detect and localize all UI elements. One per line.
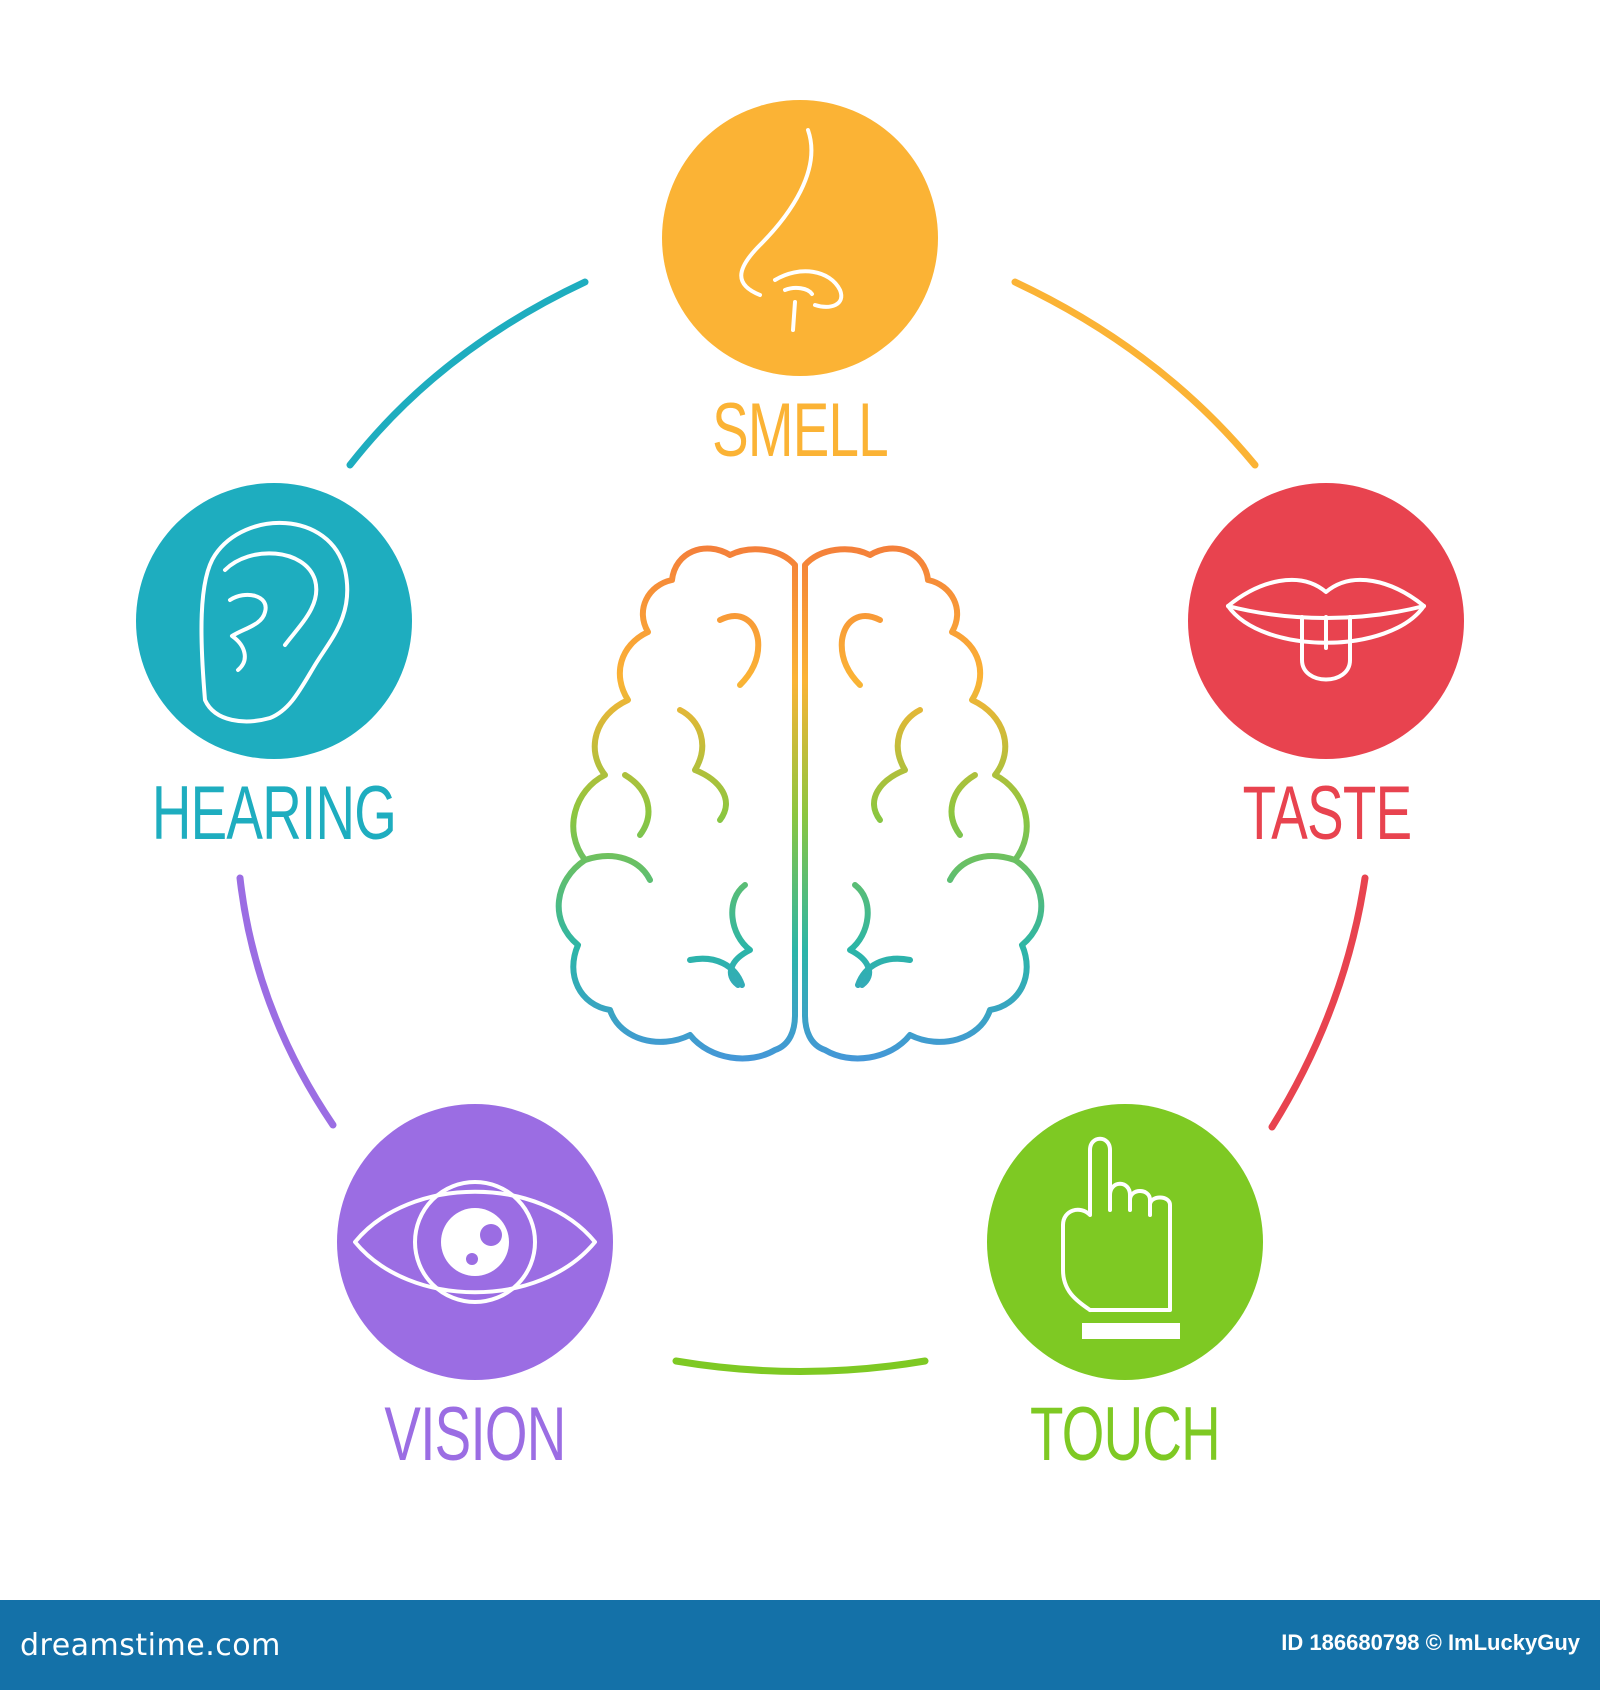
ear-icon [199, 520, 350, 724]
arc-smell-taste [1011, 278, 1259, 469]
mouth-tongue-icon [1226, 577, 1426, 682]
eye-icon [353, 1180, 597, 1304]
hearing-node [136, 483, 412, 759]
nose-icon [739, 128, 844, 332]
footer-credit: ID 186680798 © ImLuckyGuy [1281, 1630, 1580, 1655]
arc-hearing-smell [346, 278, 589, 469]
smell-node [662, 100, 938, 376]
brain-icon [555, 545, 1045, 1062]
taste-node [1188, 483, 1464, 759]
cuff-bar [1082, 1323, 1180, 1339]
taste-label: TASTE [1242, 771, 1412, 856]
smell-label: SMELL [712, 388, 889, 473]
vision-node [337, 1104, 613, 1380]
smell-circle [662, 100, 938, 376]
senses-diagram: SMELL TASTE TOUCH VISION HEARING [136, 100, 1464, 1477]
pointing-hand-icon [1061, 1136, 1172, 1312]
arc-touch-vision [672, 1357, 929, 1375]
touch-node [987, 1104, 1263, 1380]
vision-label: VISION [384, 1392, 566, 1477]
arc-taste-touch [1268, 874, 1369, 1131]
footer-logo[interactable]: dreamstime.com [20, 1628, 281, 1663]
touch-label: TOUCH [1030, 1392, 1221, 1477]
watermark-footer: dreamstime.com ID 186680798 © ImLuckyGuy [0, 1600, 1600, 1690]
arc-vision-hearing [236, 874, 337, 1129]
hearing-label: HEARING [151, 771, 397, 856]
touch-circle [987, 1104, 1263, 1380]
